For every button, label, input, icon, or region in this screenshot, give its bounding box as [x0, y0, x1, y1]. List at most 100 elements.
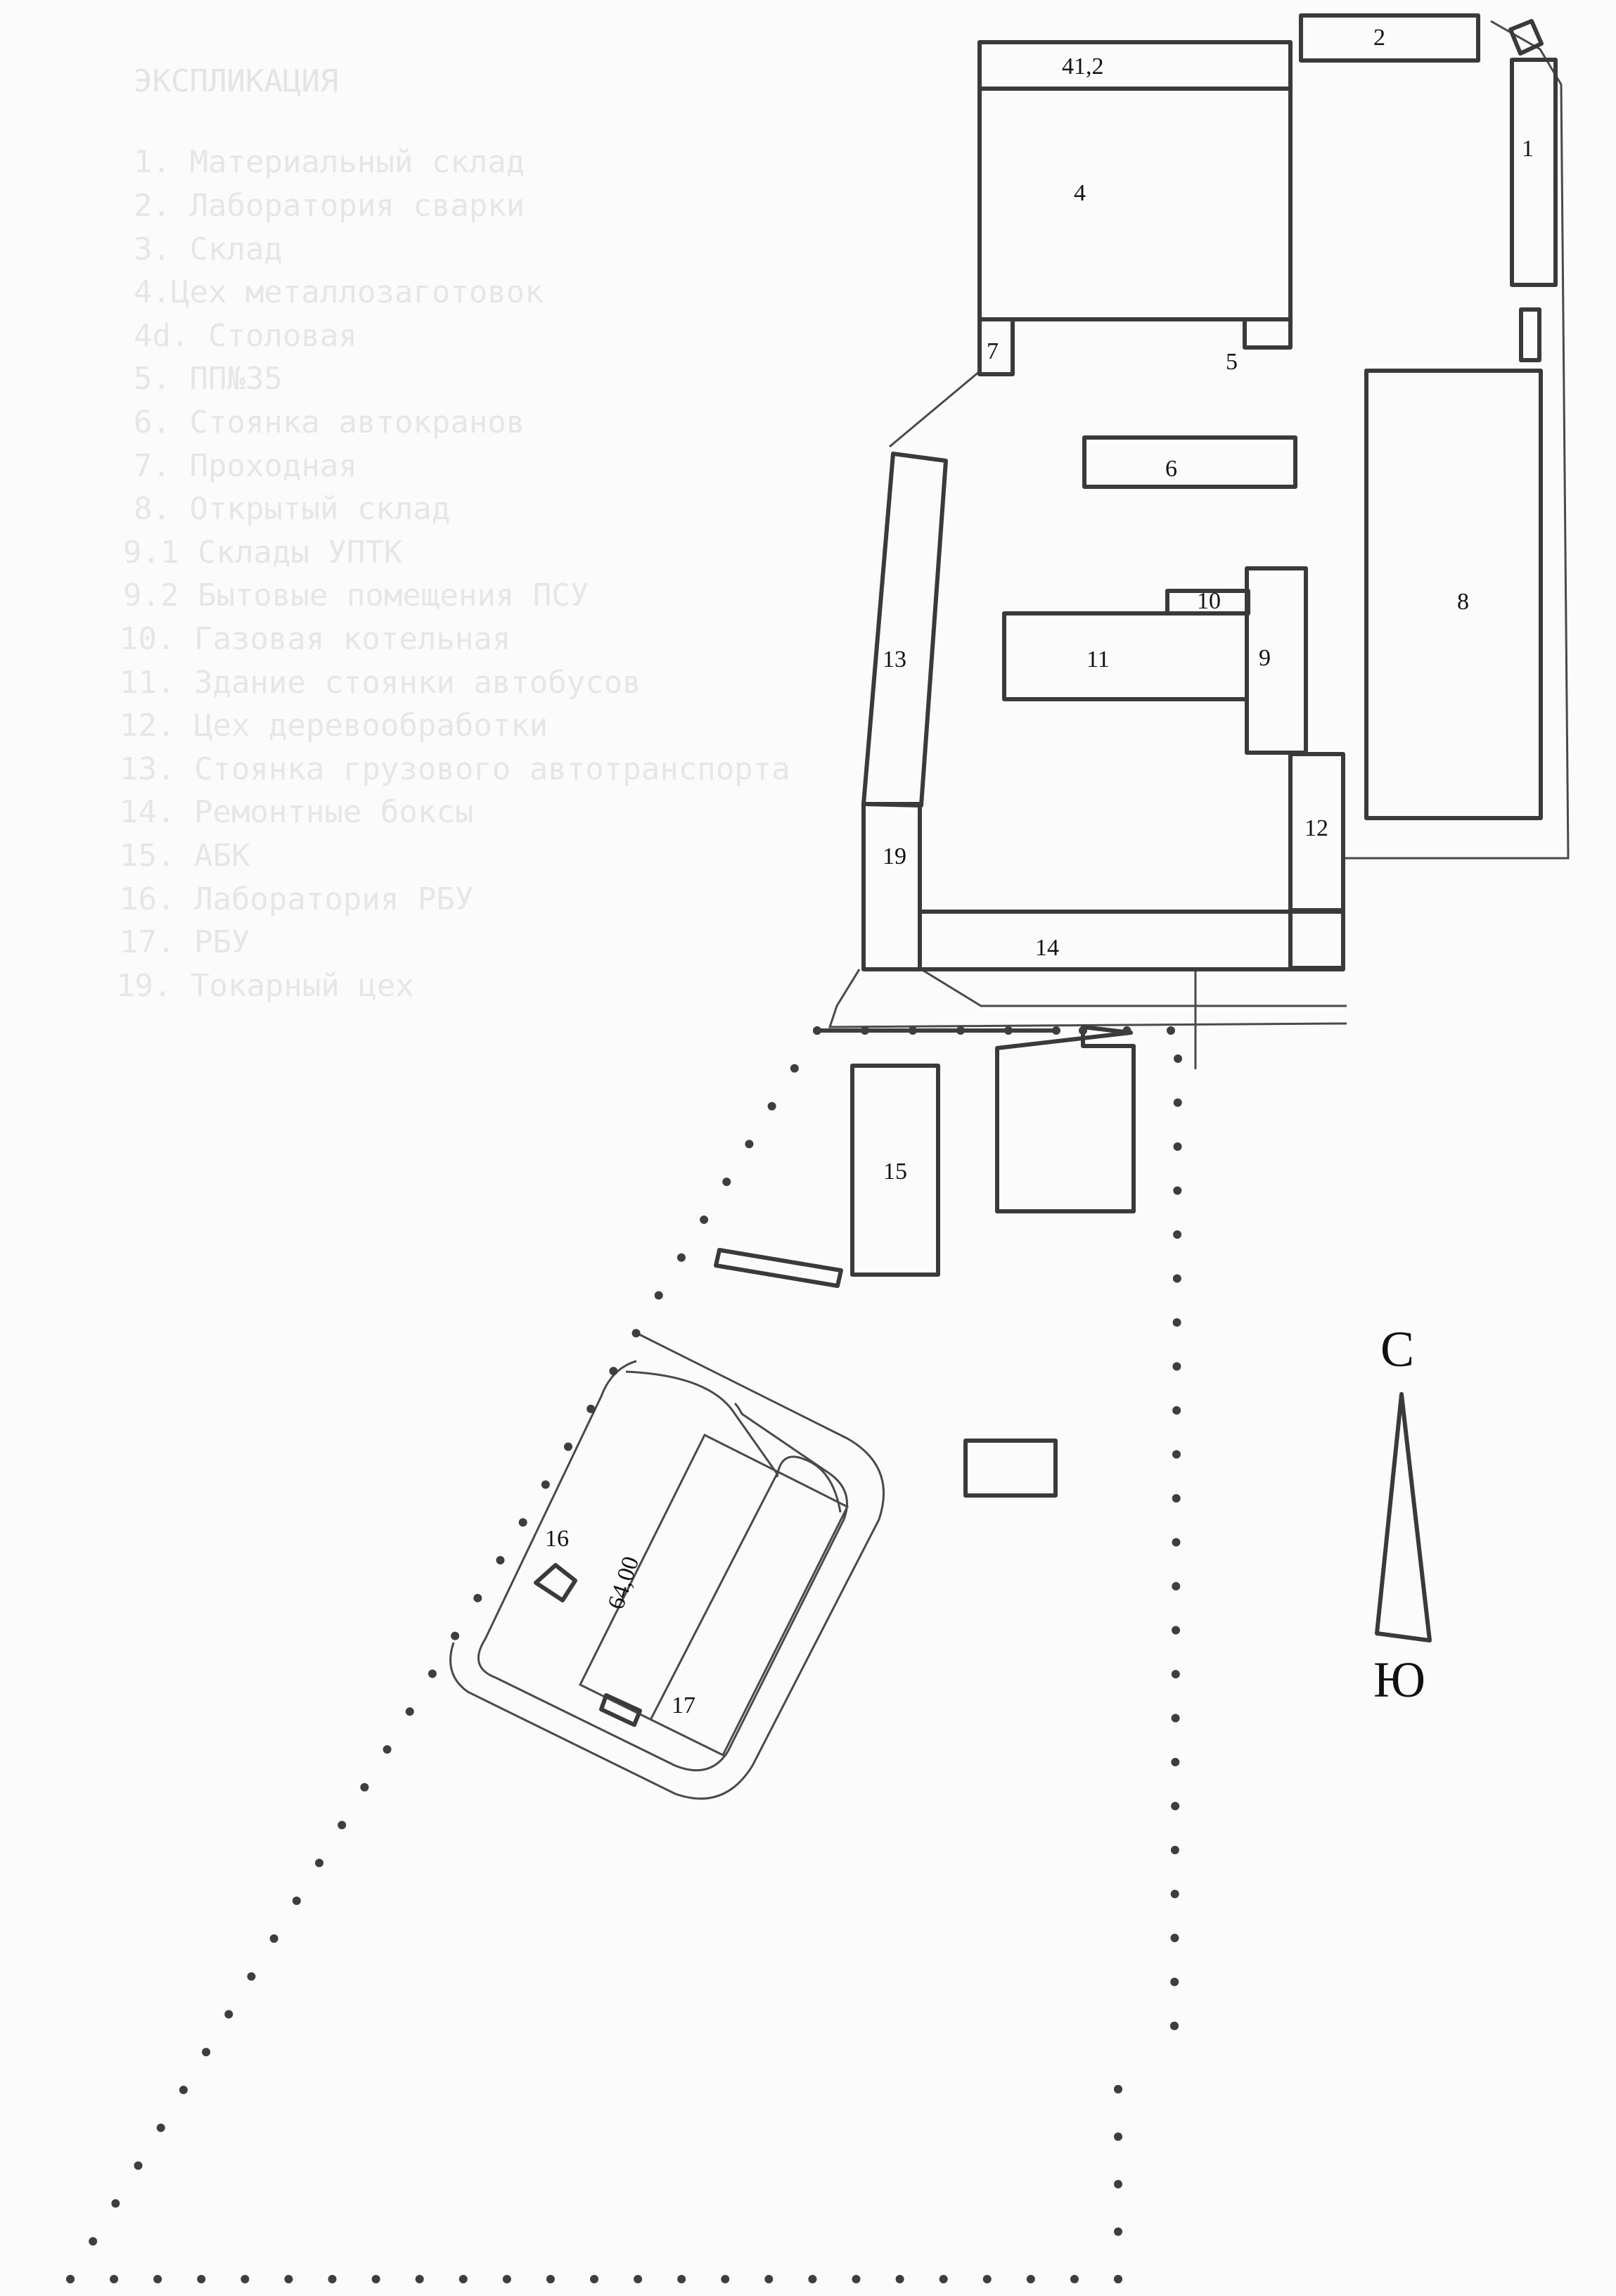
building-16 [534, 1563, 577, 1602]
rbu-divider [649, 1473, 778, 1721]
fence-post [634, 2275, 643, 2283]
building-5 [1243, 317, 1293, 350]
fence-post [110, 2275, 119, 2283]
label-building-10: 10 [1197, 588, 1221, 614]
fence-post [451, 1631, 460, 1640]
fence-post [1171, 1714, 1180, 1723]
fence-post [1170, 1977, 1179, 1986]
fence-post [654, 1291, 663, 1300]
building-17-small [599, 1693, 642, 1727]
fence-post [590, 2275, 598, 2283]
fence-post [415, 2275, 424, 2283]
fence-post [1114, 2085, 1122, 2093]
fence-post [1173, 1142, 1182, 1151]
legend-item-4: 4.Цех металлозаготовок [134, 274, 544, 310]
label-building-9: 9 [1259, 645, 1271, 671]
building-labels: 1 2 41,2 4 5 6 7 8 9 10 11 12 13 14 15 1… [545, 25, 1534, 1718]
legend-item-15: 15. АБК [120, 838, 250, 874]
fence-post [360, 1782, 369, 1792]
fence-post [458, 2275, 468, 2283]
fence-post [1114, 2275, 1122, 2283]
fence-post [790, 1064, 799, 1073]
fence-post [1173, 1230, 1182, 1239]
fence-post [745, 1140, 754, 1149]
north-territory [828, 20, 1570, 1069]
building-2 [1299, 13, 1480, 63]
building-1 [1510, 58, 1558, 287]
label-building-2: 2 [1373, 25, 1385, 51]
compass-north: С [1380, 1321, 1414, 1377]
fence-post [328, 2275, 337, 2283]
fence-post [546, 2275, 555, 2283]
building-abk-right [995, 1025, 1136, 1213]
rbu-inner-arc-right [776, 1455, 842, 1513]
fence-post [1167, 1026, 1175, 1035]
building-7 [977, 317, 1015, 376]
fence-post [1171, 1670, 1180, 1678]
fence-post [564, 1442, 572, 1451]
fence-post [518, 1518, 527, 1527]
fence-post [224, 2010, 233, 2019]
label-building-1: 1 [1522, 136, 1534, 162]
fence-post [939, 2275, 948, 2283]
fence-post [541, 1480, 550, 1489]
fence-post [700, 1215, 709, 1224]
fence-post [1122, 1026, 1131, 1035]
fence-post [179, 2086, 188, 2095]
fence-post [1170, 2022, 1179, 2030]
label-building-14: 14 [1035, 935, 1059, 961]
label-building-17: 17 [672, 1692, 695, 1718]
compass-south: Ю [1373, 1652, 1425, 1708]
building-13 [861, 452, 948, 808]
fence-post [1172, 1494, 1181, 1503]
fence-post [808, 2275, 817, 2283]
rbu-inner-arc-left [625, 1370, 736, 1415]
fence-post [269, 1934, 278, 1943]
rbu-divider-2 [733, 1413, 778, 1474]
label-building-6: 6 [1165, 456, 1177, 482]
legend-title: ЭКСПЛИКАЦИЯ [134, 63, 338, 99]
fence-post [405, 1707, 414, 1716]
fence-post [1172, 1450, 1181, 1459]
fence-post [292, 1896, 301, 1906]
legend-item-1: 1. Материальный склад [134, 144, 525, 180]
fence-post [111, 2199, 120, 2208]
fence-post [371, 2275, 380, 2283]
fence-post [247, 1972, 256, 1981]
label-building-15: 15 [883, 1159, 907, 1185]
access-road-lower [828, 969, 1347, 1028]
building-1-annex [1508, 19, 1544, 56]
building-17 [578, 1433, 849, 1757]
label-building-12: 12 [1304, 815, 1328, 841]
fence-post [1114, 2227, 1122, 2236]
fence-post [956, 1026, 965, 1035]
label-building-4: 4 [1074, 180, 1086, 206]
fence-post [1172, 1406, 1181, 1415]
legend-item-8: 8. Открытый склад [134, 491, 450, 527]
legend-item-10: 10. Газовая котельная [120, 621, 511, 657]
fence-post [66, 2275, 75, 2283]
fence-post [1172, 1582, 1181, 1590]
fence-post [1070, 2275, 1079, 2283]
legend-item-12: 12. Цех деревообработки [120, 708, 548, 744]
fence-post [721, 2275, 730, 2283]
compass: С Ю [1373, 1321, 1432, 1708]
building-19 [861, 802, 922, 971]
legend-item-9-1: 9.1 Склады УПТК [123, 535, 403, 570]
legend-item-6: 6. Стоянка автокранов [134, 404, 525, 440]
building-12-annex [1288, 908, 1345, 970]
fence-post [156, 2123, 165, 2132]
explication-legend: ЭКСПЛИКАЦИЯ 1. Материальный склад 2. Лаб… [116, 63, 790, 1004]
fence-post [722, 1178, 731, 1187]
fence-post [502, 2275, 511, 2283]
fence-post [1004, 1026, 1013, 1035]
fence-post [1174, 1054, 1182, 1063]
fence-post [202, 2048, 211, 2057]
building-4a [977, 40, 1293, 91]
fence-post [383, 1745, 392, 1754]
fence-post [895, 2275, 904, 2283]
fence-post [1170, 1846, 1179, 1854]
fence-post [1079, 1026, 1087, 1035]
fence-post [764, 2275, 774, 2283]
